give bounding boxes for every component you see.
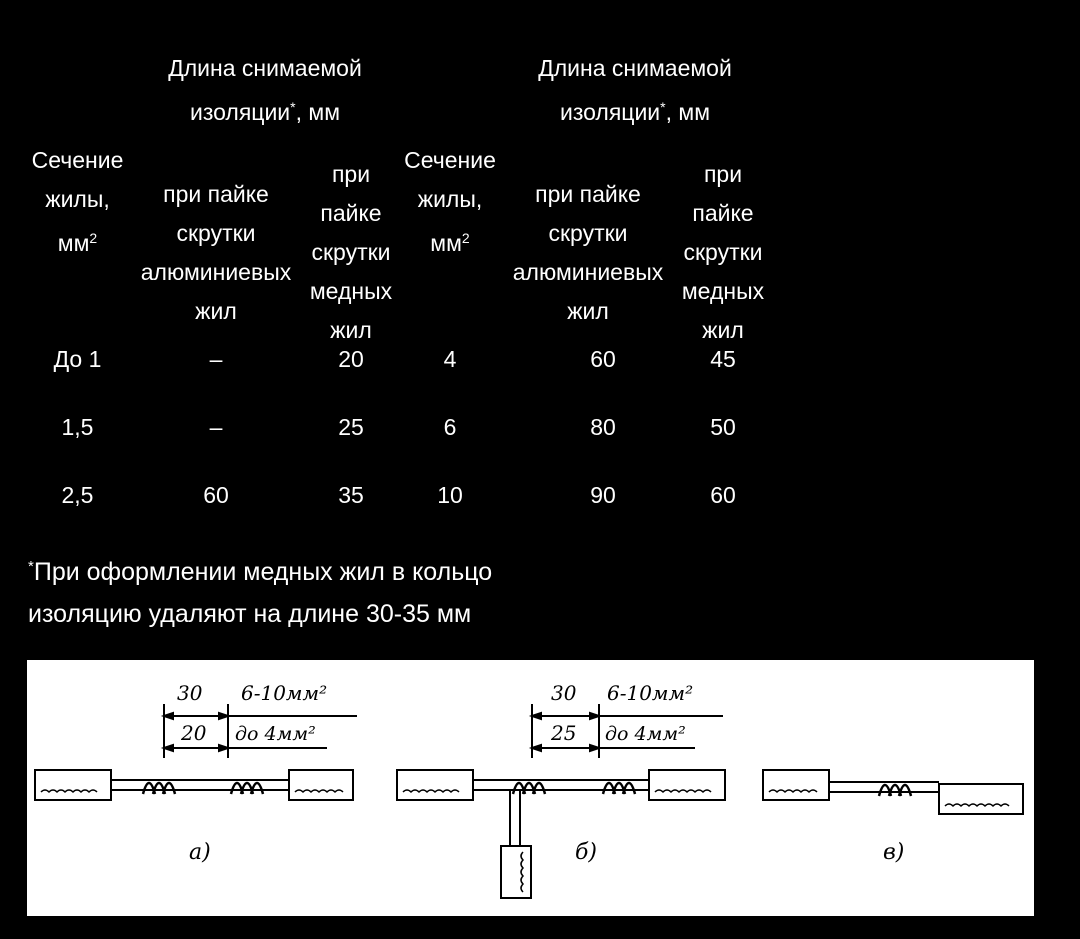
dim-label-total: 30 bbox=[551, 681, 577, 705]
insulation-hatch bbox=[402, 789, 460, 794]
table-cell: 6 bbox=[443, 414, 457, 440]
caption-b: б) bbox=[575, 840, 597, 865]
twist-coil bbox=[601, 781, 637, 795]
arrow-head bbox=[528, 743, 542, 753]
col-header-copper-right: при пайке скрутки медных жил bbox=[668, 116, 778, 350]
dim-label-range: 6-10мм² bbox=[241, 681, 327, 705]
insulation-right bbox=[288, 769, 354, 801]
wire-splice-drawing: 30 6-10мм² 20 до 4мм² а) bbox=[34, 681, 1024, 899]
table-cell: 80 bbox=[590, 414, 616, 440]
insulation-left bbox=[396, 769, 474, 801]
col-header-copper-left-text: при пайке скрутки медных жил bbox=[309, 161, 393, 343]
arrow-head bbox=[218, 711, 232, 721]
group-header-right-asterisk: * bbox=[660, 99, 666, 115]
footnote-line-1: При оформлении медных жил в кольцо bbox=[33, 558, 493, 586]
insulation-hatch bbox=[944, 803, 1010, 808]
footnote-line-2: изоляцию удаляют на длине 30-35 мм bbox=[28, 600, 472, 628]
dim-label-small-range: до 4мм² bbox=[605, 723, 686, 745]
twist-coil bbox=[877, 783, 913, 797]
group-header-left-asterisk: * bbox=[290, 99, 296, 115]
insulation-left bbox=[762, 769, 830, 801]
twist-coil bbox=[141, 781, 177, 795]
arrow-head bbox=[589, 711, 603, 721]
caption-a: а) bbox=[189, 840, 211, 865]
col-header-section-left-sup: 2 bbox=[89, 230, 98, 246]
group-header-right-unit: , мм bbox=[665, 99, 711, 125]
twist-coil bbox=[511, 781, 547, 795]
table-cell: – bbox=[209, 414, 223, 440]
footnote: *При оформлении медных жил в кольцо изол… bbox=[28, 546, 492, 635]
table-cell: 90 bbox=[590, 482, 616, 508]
dim-label-total: 30 bbox=[177, 681, 203, 705]
arrow-head bbox=[528, 711, 542, 721]
table-cell: 1,5 bbox=[61, 414, 94, 440]
arrow-head bbox=[160, 743, 174, 753]
table-cell: 50 bbox=[710, 414, 736, 440]
col-header-section-right: Сечение жилы, мм2 bbox=[384, 102, 516, 263]
col-header-section-right-text: Сечение жилы, мм bbox=[404, 147, 496, 256]
group-header-left-unit: , мм bbox=[295, 99, 341, 125]
twist-coil bbox=[229, 781, 265, 795]
col-header-aluminium-right: при пайке скрутки алюминиевых жил bbox=[498, 136, 678, 331]
dim-label-small-range: до 4мм² bbox=[235, 723, 316, 745]
group-header-right-text: Длина снимаемой изоляции bbox=[538, 55, 732, 125]
dim-label-range: 6-10мм² bbox=[607, 681, 693, 705]
panel-b: 30 6-10мм² 25 до 4мм² б) bbox=[396, 681, 726, 899]
table-cell: 60 bbox=[710, 482, 736, 508]
insulation-hatch bbox=[520, 851, 525, 893]
dim-label-inner: 20 bbox=[180, 721, 207, 745]
table-cell: До 1 bbox=[53, 346, 102, 372]
insulation-left bbox=[34, 769, 112, 801]
insulation-hatch bbox=[40, 789, 98, 794]
insulation-hatch bbox=[654, 789, 712, 794]
table-cell: 10 bbox=[437, 482, 463, 508]
table-cell: – bbox=[209, 346, 223, 372]
footnote-mark: * bbox=[28, 558, 34, 575]
insulation-right bbox=[938, 783, 1024, 815]
group-header-right: Длина снимаемой изоляции*, мм bbox=[490, 10, 780, 132]
col-header-aluminium-left-text: при пайке скрутки алюминиевых жил bbox=[140, 181, 292, 324]
table-cell: 45 bbox=[710, 346, 736, 372]
insulation-hatch bbox=[768, 789, 818, 794]
col-header-aluminium-right-text: при пайке скрутки алюминиевых жил bbox=[512, 181, 664, 324]
insulation-right bbox=[648, 769, 726, 801]
panel-c: в) bbox=[762, 769, 1024, 865]
table-cell: 25 bbox=[338, 414, 364, 440]
caption-c: в) bbox=[883, 840, 904, 865]
table-cell: 4 bbox=[443, 346, 457, 372]
wire-splice-figure: 30 6-10мм² 20 до 4мм² а) bbox=[27, 660, 1034, 916]
arrow-head bbox=[589, 743, 603, 753]
col-header-section-right-sup: 2 bbox=[461, 230, 470, 246]
table-cell: 20 bbox=[338, 346, 364, 372]
table-cell: 60 bbox=[590, 346, 616, 372]
panel-a: 30 6-10мм² 20 до 4мм² а) bbox=[34, 681, 357, 865]
col-header-section-left-text: Сечение жилы, мм bbox=[31, 147, 124, 256]
group-header-left: Длина снимаемой изоляции*, мм bbox=[120, 10, 410, 132]
col-header-copper-left: при пайке скрутки медных жил bbox=[296, 116, 406, 350]
dim-label-inner: 25 bbox=[550, 721, 576, 745]
insulation-hatch bbox=[294, 789, 344, 794]
col-header-aluminium-left: при пайке скрутки алюминиевых жил bbox=[126, 136, 306, 331]
col-header-section-left: Сечение жилы, мм2 bbox=[10, 102, 145, 263]
table-cell: 2,5 bbox=[61, 482, 94, 508]
group-header-left-text: Длина снимаемой изоляции bbox=[168, 55, 362, 125]
arrow-head bbox=[160, 711, 174, 721]
table-cell: 35 bbox=[338, 482, 364, 508]
branch-insulation bbox=[500, 845, 532, 899]
arrow-head bbox=[218, 743, 232, 753]
col-header-copper-right-text: при пайке скрутки медных жил bbox=[681, 161, 765, 343]
table-cell: 60 bbox=[203, 482, 229, 508]
